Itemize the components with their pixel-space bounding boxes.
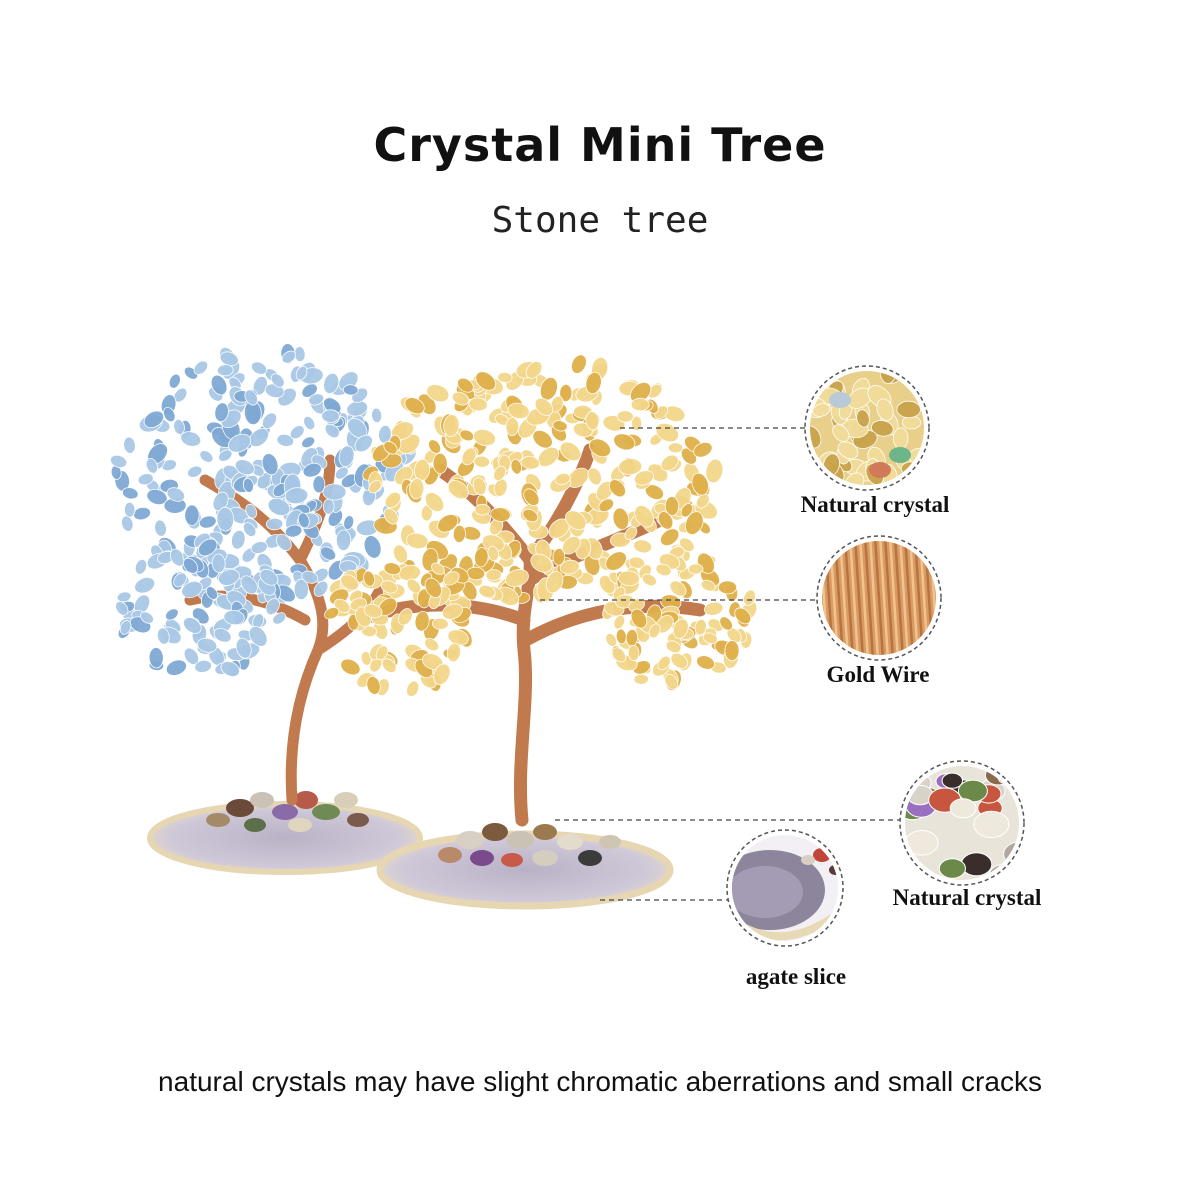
callout-label-natural-crystal-bottom: Natural crystal — [892, 885, 1042, 910]
leader-lines — [540, 427, 900, 901]
page-title: Crystal Mini Tree — [373, 118, 827, 172]
callout-tumbled-stones — [899, 760, 1025, 886]
base-stones-right — [438, 823, 621, 867]
callout-crystal-chips — [804, 365, 930, 491]
page-subtitle: Stone tree — [491, 200, 709, 241]
callout-label-gold-wire: Gold Wire — [826, 662, 930, 687]
base-stones-left — [206, 791, 369, 832]
citrine-chips — [324, 354, 758, 697]
citrine-tree — [324, 354, 758, 910]
disclaimer-note: natural crystals may have slight chromat… — [158, 1066, 1042, 1097]
callout-agate-slice — [726, 829, 844, 947]
callout-label-natural-crystal-top: Natural crystal — [800, 492, 950, 517]
callout-gold-wire — [816, 535, 942, 661]
callout-label-agate-slice: agate slice — [745, 964, 847, 989]
